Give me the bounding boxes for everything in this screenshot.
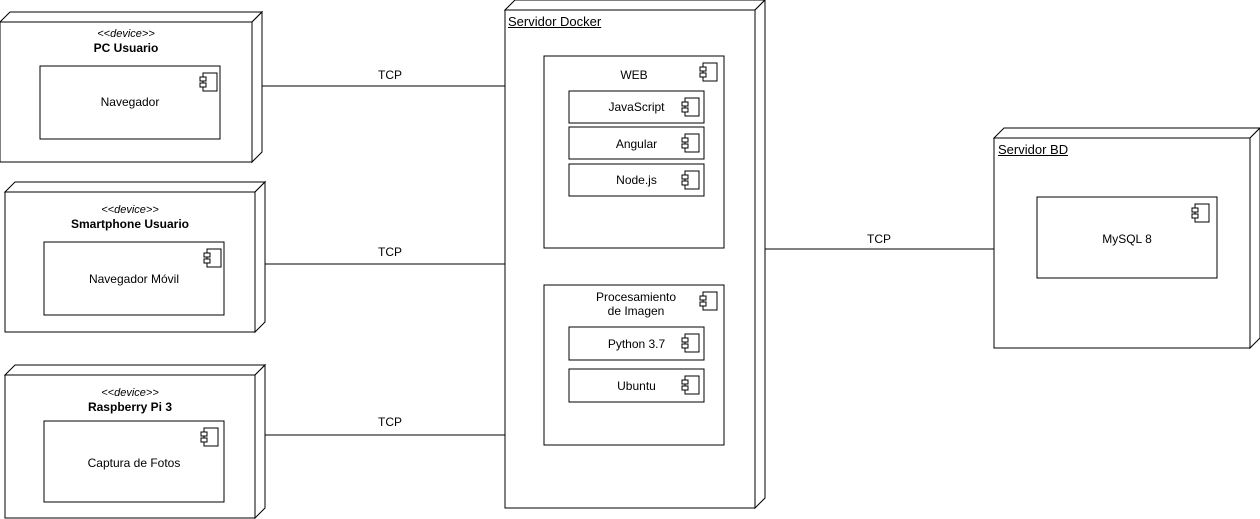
navegador-label: Navegador xyxy=(100,95,160,109)
component-mysql[interactable] xyxy=(1036,196,1218,279)
component-javascript[interactable] xyxy=(568,90,705,124)
phone-name: Smartphone Usuario xyxy=(70,217,190,231)
mysql-label: MySQL 8 xyxy=(1102,232,1152,246)
component-nodejs[interactable] xyxy=(568,163,705,197)
component-icon xyxy=(681,333,700,353)
component-icon xyxy=(203,248,222,268)
component-procesamiento-imagen[interactable] xyxy=(543,284,725,446)
phone-stereotype: <<device>> xyxy=(101,204,159,216)
component-icon xyxy=(681,133,700,153)
edge-label-db: TCP xyxy=(859,232,899,246)
rpi-name: Raspberry Pi 3 xyxy=(87,400,173,414)
component-icon xyxy=(200,427,219,447)
edge-label-phone: TCP xyxy=(370,245,410,259)
navegador-movil-label: Navegador Móvil xyxy=(88,272,180,286)
web-label: WEB xyxy=(620,68,648,82)
component-icon xyxy=(681,375,700,395)
component-icon xyxy=(681,170,700,190)
component-icon xyxy=(199,72,218,92)
pc-name: PC Usuario xyxy=(93,41,159,55)
nodejs-label: Node.js xyxy=(616,173,657,187)
rpi-stereotype: <<device>> xyxy=(101,387,159,399)
component-navegador[interactable] xyxy=(39,65,221,140)
edge-label-rpi: TCP xyxy=(370,415,410,429)
component-icon xyxy=(1191,203,1210,223)
javascript-label: JavaScript xyxy=(608,100,665,114)
angular-label: Angular xyxy=(615,137,658,151)
captura-label: Captura de Fotos xyxy=(87,456,181,470)
component-navegador-movil[interactable] xyxy=(43,241,225,316)
pc-stereotype: <<device>> xyxy=(97,28,155,40)
python-label: Python 3.7 xyxy=(607,337,666,351)
component-icon xyxy=(681,97,700,117)
component-icon xyxy=(699,62,718,82)
component-icon xyxy=(699,291,718,311)
edge-label-pc: TCP xyxy=(370,68,410,82)
db-name: Servidor BD xyxy=(998,142,1069,157)
ubuntu-label: Ubuntu xyxy=(617,379,656,393)
imaging-label-line1: Procesamiento xyxy=(595,290,677,304)
component-captura-de-fotos[interactable] xyxy=(43,420,225,503)
docker-name: Servidor Docker xyxy=(508,14,602,29)
imaging-label-line2: de Imagen xyxy=(607,304,665,318)
component-angular[interactable] xyxy=(568,126,705,160)
